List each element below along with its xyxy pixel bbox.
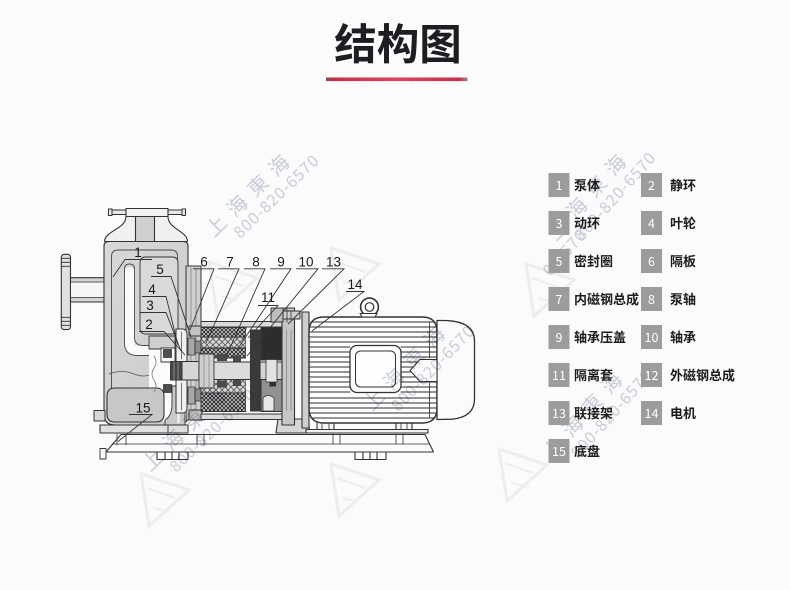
svg-text:电机: 电机 — [670, 403, 696, 422]
svg-text:1: 1 — [556, 175, 563, 194]
svg-text:2: 2 — [648, 175, 655, 194]
svg-text:13: 13 — [552, 403, 566, 422]
svg-text:4: 4 — [648, 213, 655, 232]
svg-text:底盘: 底盘 — [574, 441, 600, 460]
svg-text:泵体: 泵体 — [574, 175, 600, 194]
svg-text:动环: 动环 — [574, 213, 600, 232]
svg-text:10: 10 — [645, 327, 659, 346]
svg-text:5: 5 — [556, 251, 563, 270]
svg-text:轴承压盖: 轴承压盖 — [574, 327, 626, 346]
svg-text:8: 8 — [648, 289, 655, 308]
svg-text:6: 6 — [648, 251, 655, 270]
svg-text:外磁钢总成: 外磁钢总成 — [670, 365, 735, 384]
svg-text:隔离套: 隔离套 — [574, 365, 613, 384]
svg-text:密封圈: 密封圈 — [574, 251, 613, 270]
svg-text:隔板: 隔板 — [670, 251, 696, 270]
svg-text:14: 14 — [645, 403, 659, 422]
svg-text:12: 12 — [645, 365, 659, 384]
svg-text:泵轴: 泵轴 — [670, 289, 696, 308]
svg-text:结构图: 结构图 — [334, 12, 462, 73]
svg-text:15: 15 — [552, 441, 566, 460]
svg-text:叶轮: 叶轮 — [670, 213, 696, 232]
svg-text:轴承: 轴承 — [670, 327, 696, 346]
svg-text:7: 7 — [556, 289, 563, 308]
svg-text:11: 11 — [552, 365, 566, 384]
svg-text:9: 9 — [277, 255, 285, 270]
svg-text:4: 4 — [148, 282, 156, 297]
svg-text:3: 3 — [556, 213, 563, 232]
svg-text:6: 6 — [200, 255, 208, 270]
svg-text:联接架: 联接架 — [574, 403, 613, 422]
svg-text:内磁钢总成: 内磁钢总成 — [574, 289, 639, 308]
svg-text:8: 8 — [252, 255, 260, 270]
svg-text:9: 9 — [556, 327, 563, 346]
svg-text:3: 3 — [146, 298, 154, 313]
svg-text:7: 7 — [226, 255, 234, 270]
svg-text:5: 5 — [156, 262, 164, 277]
svg-text:2: 2 — [145, 317, 153, 332]
svg-text:静环: 静环 — [670, 175, 696, 194]
svg-text:15: 15 — [135, 401, 150, 416]
svg-text:1: 1 — [134, 245, 142, 260]
svg-text:11: 11 — [261, 290, 275, 305]
svg-text:10: 10 — [298, 255, 313, 270]
